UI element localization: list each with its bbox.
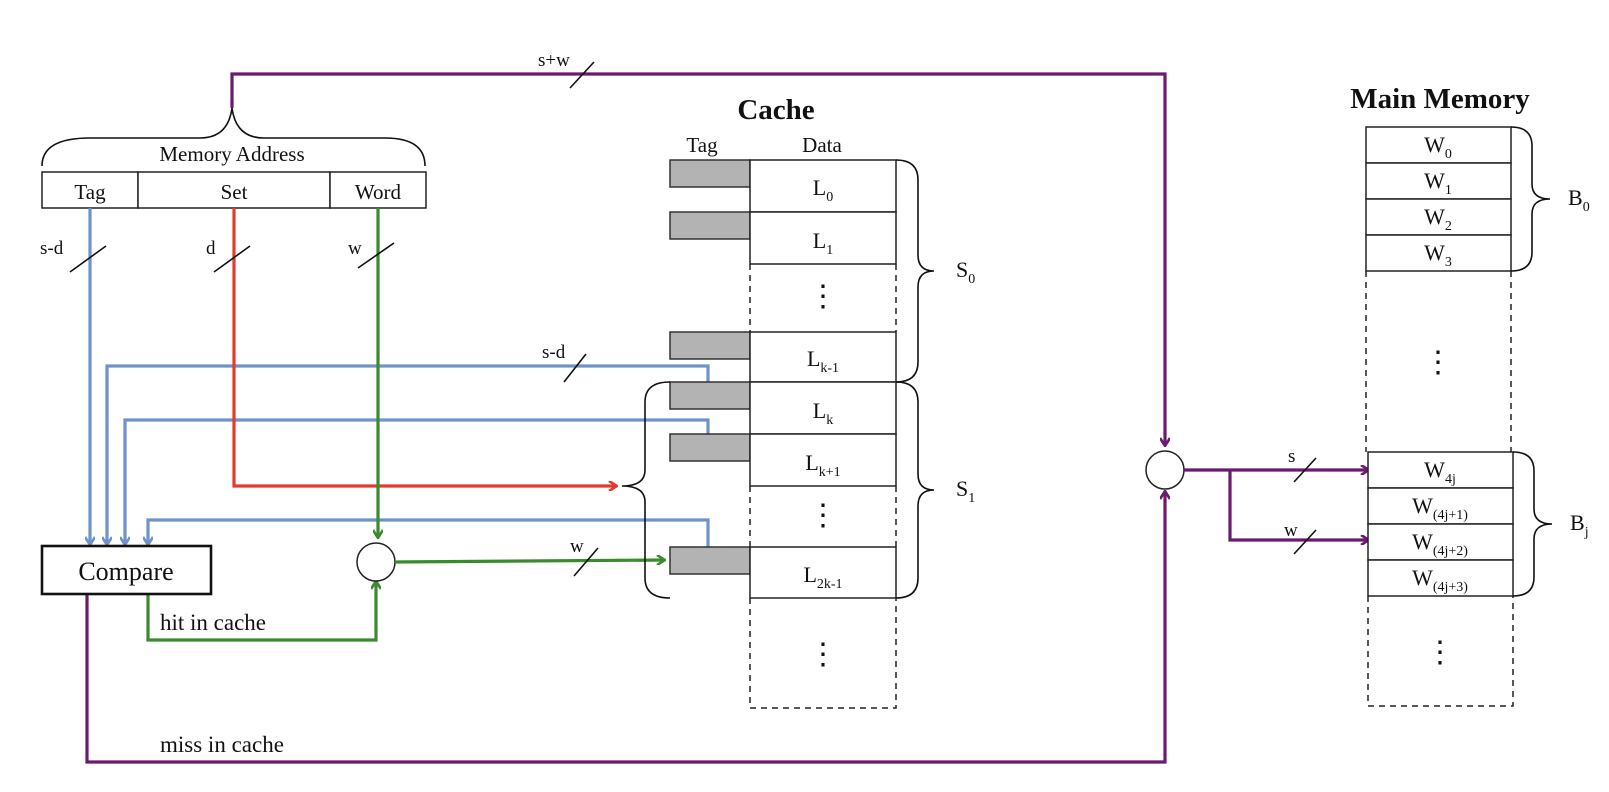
block-label-b0: B0 — [1568, 185, 1590, 215]
memory-word — [1365, 126, 1512, 164]
hit-in-cache-label: hit in cache — [160, 610, 266, 635]
memory-ellipsis: ⋮ — [1423, 346, 1453, 379]
bus-label-cache-word: w — [570, 536, 584, 557]
set-brace-s0 — [895, 159, 935, 383]
block-label-bj: Bj — [1570, 510, 1589, 540]
address-to-memory-path — [230, 72, 1165, 445]
bus-tick-tag — [69, 245, 107, 273]
cache-line-label: L1 — [813, 228, 833, 258]
cache-line — [749, 381, 897, 435]
memory-word-label: W3 — [1424, 240, 1452, 270]
memory-word — [1365, 162, 1512, 200]
bus-tick-s — [1293, 457, 1317, 483]
block-brace-bj — [1512, 451, 1553, 597]
hit-path — [146, 582, 376, 642]
set-brace-s1 — [895, 381, 935, 599]
set-field-path — [232, 208, 616, 486]
bus-tick-top — [569, 61, 595, 89]
cache-line-label: Lk — [813, 398, 833, 428]
memory-word-label: W2 — [1424, 204, 1452, 234]
address-field-tag-label: Tag — [74, 180, 106, 204]
memory-word-label: W4j — [1424, 457, 1456, 487]
main-memory-title: Main Memory — [1350, 83, 1530, 115]
bus-label-tag: s-d — [40, 238, 64, 259]
cache-tag-column-header: Tag — [686, 133, 718, 157]
selector-to-word-path — [1228, 470, 1368, 540]
cache-line-label: L2k-1 — [803, 562, 842, 592]
bus-label-w-memory: w — [1284, 520, 1298, 541]
cache-ellipsis: ⋮ — [808, 280, 838, 313]
cache-tag-cell — [669, 159, 751, 188]
cache-title: Cache — [737, 94, 814, 126]
address-field-set — [137, 171, 331, 209]
memory-word — [1367, 523, 1514, 561]
cache-tag-cell — [669, 211, 751, 240]
cache-tag-path-1 — [107, 364, 710, 544]
memory-word — [1367, 487, 1514, 525]
memory-word-label: W(4j+2) — [1412, 529, 1468, 559]
cache-tag-cell — [669, 546, 751, 575]
bus-label-word: w — [348, 238, 362, 259]
cache-line — [749, 546, 897, 599]
cache-tag-path-3 — [148, 518, 710, 547]
miss-path — [85, 492, 1165, 764]
memory-word-label: W(4j+1) — [1412, 493, 1468, 523]
memory-remaining-words — [1367, 596, 1514, 707]
address-field-set-label: Set — [221, 180, 248, 204]
memory-selector-circle — [1145, 450, 1185, 490]
cache-ellipsis: ⋮ — [808, 638, 838, 671]
set-label-s0: S0 — [956, 257, 975, 287]
memory-word — [1367, 451, 1514, 489]
compare-label: Compare — [78, 557, 173, 586]
memory-word — [1365, 234, 1512, 272]
memory-word-label: W(4j+3) — [1412, 565, 1468, 595]
bus-label-set: d — [206, 238, 216, 259]
cache-data-column-header: Data — [802, 133, 842, 157]
memory-ellipsis: ⋮ — [1425, 636, 1455, 669]
bus-label-cache-tag: s-d — [542, 342, 566, 363]
cache-line-label: Lk+1 — [805, 450, 840, 480]
bus-tick-w-memory — [1293, 529, 1317, 555]
cache-tag-cell — [669, 381, 751, 410]
cache-tag-cell — [669, 433, 751, 462]
memory-address-brace — [41, 107, 426, 167]
cache-line — [749, 433, 897, 487]
bus-label-s: s — [1288, 446, 1295, 467]
miss-in-cache-label: miss in cache — [160, 732, 284, 757]
cache-line — [749, 211, 897, 265]
set-select-brace — [621, 381, 671, 599]
cache-line — [749, 331, 897, 383]
word-selector-circle — [356, 542, 396, 582]
memory-address-label: Memory Address — [159, 142, 304, 166]
bus-label-top: s+w — [538, 50, 570, 71]
memory-word — [1367, 559, 1514, 597]
cache-ellipsis: ⋮ — [808, 499, 838, 532]
set-label-s1: S1 — [956, 476, 975, 506]
memory-word-label: W1 — [1424, 168, 1452, 198]
memory-word-label: W0 — [1424, 132, 1452, 162]
selector-to-cache-path — [394, 560, 664, 562]
cache-remaining-lines — [749, 598, 897, 709]
bus-tick-set — [213, 245, 251, 273]
bus-tick-cache-word — [573, 547, 599, 577]
address-field-word-label: Word — [355, 180, 402, 204]
cache-line-label: L0 — [813, 175, 833, 205]
bus-tick-word — [357, 242, 395, 269]
memory-word — [1365, 198, 1512, 236]
bus-tick-cache-tag — [563, 353, 587, 383]
cache-line-label: Lk-1 — [807, 346, 839, 376]
block-brace-b0 — [1510, 126, 1551, 272]
cache-tag-path-2 — [125, 418, 710, 544]
compare-box — [40, 544, 213, 596]
cache-tag-cell — [669, 331, 751, 360]
